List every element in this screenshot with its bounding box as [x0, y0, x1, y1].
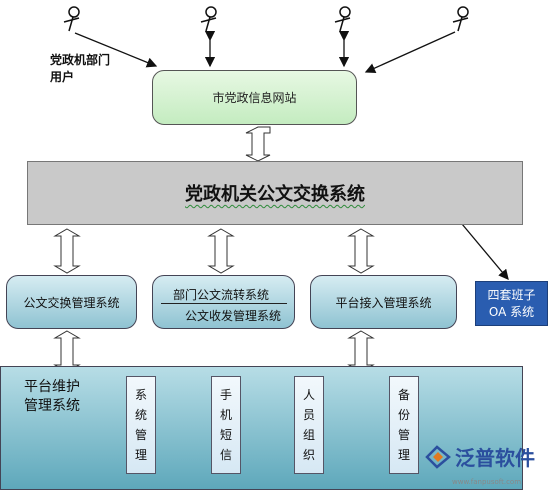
block-arrow-exchange-mgmt	[53, 228, 81, 274]
oa-label-line-2: OA 系统	[488, 305, 535, 319]
brand-logo: 泛普软件	[425, 442, 535, 471]
module-char: 信	[219, 448, 232, 462]
block-arrow-access-mgmt	[347, 228, 375, 274]
module-char: 管	[134, 428, 147, 442]
module-char: 织	[302, 448, 315, 462]
block-arrow-site-exchange	[245, 126, 271, 162]
block-arrow-flow-receive	[207, 228, 235, 274]
platform-maintenance-box	[0, 366, 523, 490]
module-backup: 备 份 管 理	[389, 376, 419, 474]
receive-system-label: 公文收发管理系统	[185, 309, 282, 323]
flow-system-label: 部门公文流转系统	[173, 288, 270, 302]
module-char: 人	[302, 388, 315, 402]
user-label-line-2: 用户	[50, 70, 75, 84]
oa-system-box: 四套班子 OA 系统	[475, 281, 548, 326]
user-icon-2	[197, 5, 221, 33]
city-site-box: 市党政信息网站	[152, 70, 357, 125]
user-icon-3	[331, 5, 355, 33]
brand-logo-icon	[425, 444, 451, 469]
oa-arrow	[461, 223, 509, 280]
module-system-mgmt: 系 统 管 理	[126, 376, 156, 474]
access-mgmt-box: 平台接入管理系统	[310, 275, 457, 329]
exchange-mgmt-box: 公文交换管理系统	[6, 275, 137, 329]
exchange-mgmt-label: 公文交换管理系统	[23, 295, 120, 310]
platform-label: 平台维护 管理系统	[24, 378, 80, 416]
watermark-url: www.fanpusoft.com	[452, 478, 522, 486]
brand-logo-text: 泛普软件	[455, 446, 535, 470]
module-char: 备	[397, 388, 410, 402]
module-char: 短	[219, 428, 232, 442]
platform-label-line-2: 管理系统	[24, 398, 80, 414]
module-sms: 手 机 短 信	[211, 376, 241, 474]
platform-label-line-1: 平台维护	[24, 379, 80, 395]
user-arrow-4	[364, 31, 456, 74]
user-label: 党政机部门 用户	[50, 52, 110, 86]
module-char: 手	[219, 388, 232, 402]
city-site-label: 市党政信息网站	[212, 91, 297, 105]
flow-divider	[161, 303, 287, 304]
module-char: 统	[134, 408, 147, 422]
module-char: 理	[134, 448, 147, 462]
flow-receive-box: 部门公文流转系统 公文收发管理系统	[152, 275, 295, 329]
user-label-line-1: 党政机部门	[50, 53, 111, 67]
access-mgmt-label: 平台接入管理系统	[335, 295, 432, 310]
oa-label-line-1: 四套班子	[487, 288, 536, 302]
module-char: 系	[134, 388, 147, 402]
user-arrow-1	[74, 32, 158, 68]
exchange-system-label: 党政机关公文交换系统	[185, 184, 365, 205]
user-icon-1	[60, 5, 84, 33]
module-char: 理	[397, 448, 410, 462]
module-char: 机	[219, 408, 232, 422]
module-char: 组	[302, 428, 315, 442]
module-personnel: 人 员 组 织	[294, 376, 324, 474]
exchange-system-box: 党政机关公文交换系统	[27, 161, 523, 225]
module-char: 员	[302, 408, 315, 422]
module-char: 管	[397, 428, 410, 442]
module-char: 份	[397, 408, 410, 422]
user-icon-4	[449, 5, 473, 33]
